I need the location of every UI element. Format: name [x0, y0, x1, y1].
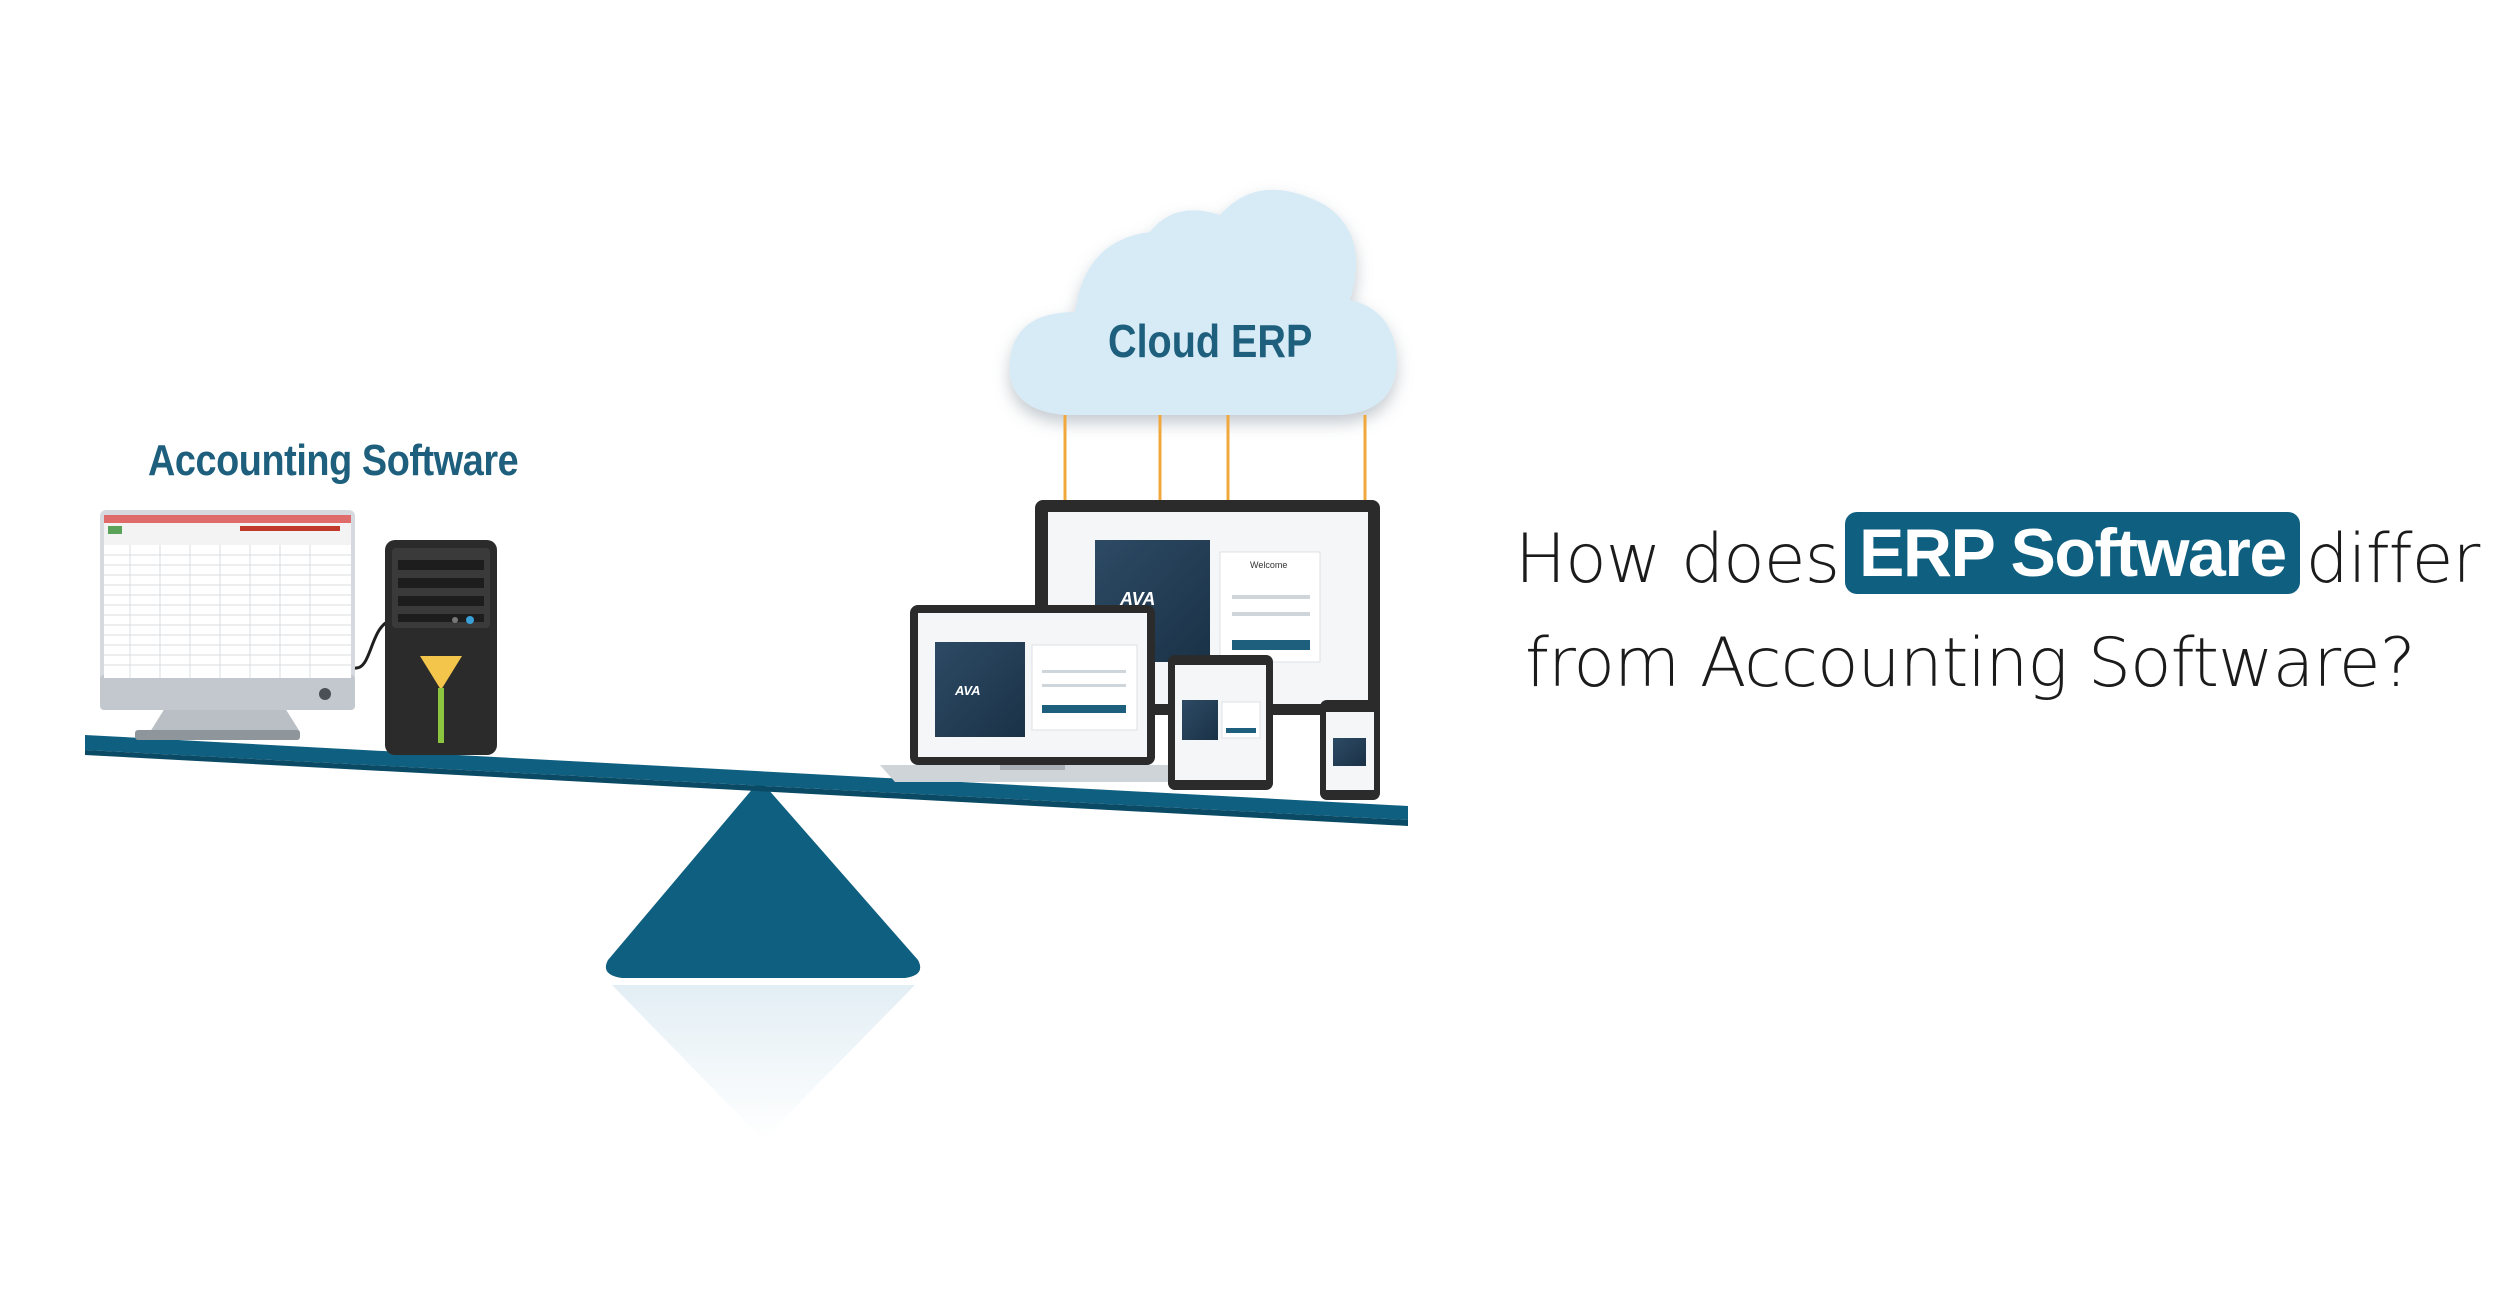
- svg-text:AVA: AVA: [1119, 589, 1155, 609]
- tablet: [1168, 655, 1273, 790]
- headline-highlight: ERP Software: [1845, 512, 2300, 594]
- desktop-computer: [100, 510, 355, 740]
- fulcrum-reflection: [612, 985, 915, 1140]
- svg-text:AVA: AVA: [954, 683, 981, 698]
- computer-tower: [385, 540, 497, 755]
- accounting-software-label: Accounting Software: [148, 436, 519, 485]
- cloud-erp-label: Cloud ERP: [1108, 315, 1313, 367]
- headline-line-2: from Accounting Software?: [1525, 624, 2416, 703]
- phone: [1320, 700, 1380, 800]
- headline-prefix: How does: [1515, 520, 1840, 599]
- seesaw-beam: [85, 735, 1408, 820]
- welcome-text: Welcome: [1250, 560, 1287, 570]
- headline-suffix: differ: [2305, 520, 2481, 599]
- cloud: [1009, 189, 1397, 415]
- fulcrum: [605, 780, 921, 978]
- laptop: AVA: [880, 605, 1185, 782]
